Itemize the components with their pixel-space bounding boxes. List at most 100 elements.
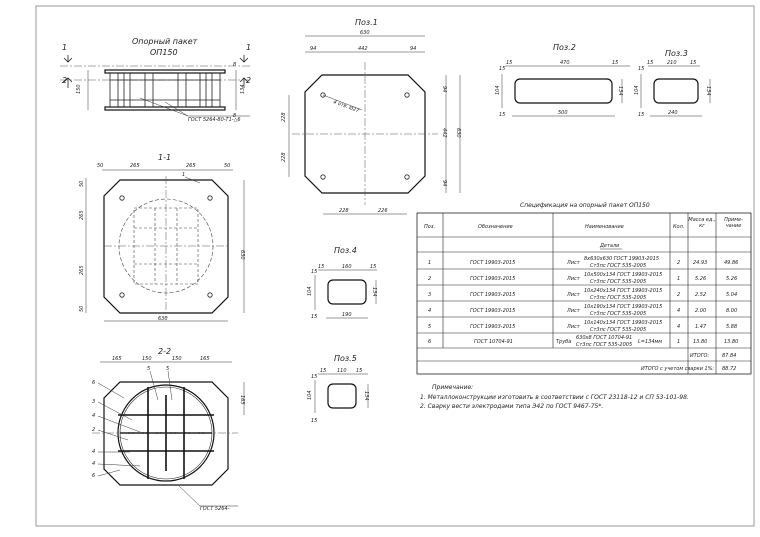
pos5-dim-top-2: 110	[337, 368, 347, 374]
spec-row-mass: 24.93	[693, 260, 707, 266]
spec-header-qty: Кол.	[673, 224, 684, 230]
pos3-title: Поз.3	[665, 49, 688, 58]
view11-dim-top-2: 265	[130, 163, 140, 169]
pos4-detail: Поз.4 15 160 15 15 104 15 134 190	[307, 246, 377, 320]
spec-row-note: 13.80	[724, 339, 738, 345]
spec-row-prefix-pipe: Труба	[556, 339, 571, 345]
spec-header-code: Обозначение	[478, 224, 513, 230]
spec-row-1: 1 ГОСТ 19903-2015 Лист 8х630х630 ГОСТ 19…	[428, 256, 738, 269]
view22-leader-4a: 4	[92, 413, 95, 419]
spec-row-4: 4 ГОСТ 19903-2015 Лист 10х190х134 ГОСТ 1…	[428, 304, 737, 317]
spec-row-qty: 4	[677, 308, 680, 314]
pos3-dim-left: 104	[634, 85, 640, 95]
spec-row-prefix: Лист	[566, 276, 581, 282]
pos3-dim-top-1: 15	[647, 60, 653, 66]
spec-row-pipe-length: L=134мм	[638, 339, 662, 345]
pos4-dim-left-small-1: 15	[311, 269, 317, 275]
pos2-dim-top-3: 15	[612, 60, 618, 66]
spec-total-label: ИТОГО:	[690, 353, 709, 359]
spec-row-pos: 2	[428, 276, 431, 282]
pos5-dim-left: 104	[307, 390, 313, 400]
pos1-dim-top-1: 94	[310, 46, 316, 52]
pos2-title: Поз.2	[553, 43, 576, 52]
pos1-dim-bottom-2: 226	[378, 208, 388, 214]
spec-section-details: Детали	[599, 243, 620, 249]
assembly-weld-note: ГОСТ 5264-80-Т1-△6	[188, 117, 241, 123]
pos2-dim-bottom: 500	[558, 110, 568, 116]
spec-row-pos: 1	[428, 260, 431, 266]
pos5-dim-right: 134	[363, 391, 369, 401]
spec-row-note: 5.88	[726, 324, 737, 330]
view22-leader-3: 3	[92, 399, 95, 405]
pos3-dim-left-small-2: 15	[638, 112, 644, 118]
spec-row-code: ГОСТ 19903-2015	[470, 308, 515, 314]
spec-row-name1: 10х500х134 ГОСТ 19903-2015	[584, 272, 662, 278]
section-mark-1-left: 1	[62, 43, 67, 52]
view11-dim-top-1: 50	[97, 163, 103, 169]
spec-row-2: 2 ГОСТ 19903-2015 Лист 10х500х134 ГОСТ 1…	[428, 272, 737, 285]
view11-dim-left-4: 50	[79, 306, 85, 312]
pos1-dim-overall: 630	[360, 30, 370, 36]
spec-row-note: 5.04	[726, 292, 737, 298]
spec-row-prefix: Лист	[566, 324, 581, 330]
pos4-dim-left-small-2: 15	[311, 314, 317, 320]
pos5-title: Поз.5	[334, 354, 357, 363]
spec-row-mass: 13.80	[693, 339, 707, 345]
pos4-dim-top-3: 15	[370, 264, 376, 270]
spec-row-code: ГОСТ 19903-2015	[470, 260, 515, 266]
spec-row-name2: Ст3пс ГОСТ 535-2005	[590, 327, 646, 333]
pos1-dim-right-overall: 630	[455, 128, 461, 138]
spec-row-code: ГОСТ 10704-91	[474, 339, 513, 345]
pos4-dim-top-2: 160	[342, 264, 352, 270]
spec-row-prefix: Лист	[566, 308, 581, 314]
view22-leader-4c: 4	[92, 461, 95, 467]
view22-dim-top-2: 150	[142, 356, 152, 362]
spec-row-name1: 8х630х630 ГОСТ 19903-2015	[584, 256, 659, 262]
spec-table: Спецификация на опорный пакет ОП150 Поз.…	[416, 202, 752, 375]
spec-row-name2: Ст3пс ГОСТ 535-2005	[590, 295, 646, 301]
spec-row-pos: 6	[428, 339, 431, 345]
view22-weld-note: ГОСТ 5264-	[200, 506, 230, 512]
spec-row-name2: Ст3пс ГОСТ 535-2005	[590, 263, 646, 269]
spec-row-name1: 10х190х134 ГОСТ 19903-2015	[584, 304, 662, 310]
view22-leader-5b: 5	[166, 366, 169, 372]
pos5-dim-left-small-1: 15	[311, 374, 317, 380]
spec-row-name1: 10х240х134 ГОСТ 19903-2015	[584, 288, 662, 294]
pos3-dim-top-2: 210	[667, 60, 677, 66]
pos2-detail: Поз.2 15 470 15 15 104 15 134 500	[495, 43, 630, 118]
spec-header-pos: Поз.	[424, 224, 435, 230]
spec-total-weld-label: ИТОГО с учетом сварки 1%:	[641, 366, 714, 372]
view22-dim-top-3: 150	[172, 356, 182, 362]
assembly-dim-height: 150	[76, 84, 82, 94]
spec-total-value: 87.84	[722, 353, 736, 359]
spec-row-pos: 3	[428, 292, 431, 298]
section-mark-2-left: 2	[62, 76, 67, 85]
spec-row-code: ГОСТ 19903-2015	[470, 276, 515, 282]
pos1-dim-right-1: 94	[441, 86, 447, 92]
view11-dim-left-1: 50	[79, 181, 85, 187]
view-1-1: 1-1 50 265 265 50 50 265 265 50 1	[79, 153, 245, 322]
spec-row-mass: 1.47	[695, 324, 707, 330]
spec-row-mass: 2.00	[695, 308, 706, 314]
pos4-dim-right: 134	[371, 287, 377, 297]
spec-row-qty: 2	[677, 260, 680, 266]
pos2-dim-left-small-1: 15	[499, 66, 505, 72]
assembly-view: Опорный пакет ОП150 1 2 1 2 150 8	[60, 37, 251, 123]
assembly-dim-8-top: 8	[233, 62, 236, 68]
view11-dim-left-3: 265	[79, 265, 85, 275]
view11-dim-left-2: 265	[79, 210, 85, 220]
assembly-title-line2: ОП150	[150, 48, 178, 57]
notes-line-2: 2. Сварку вести электродами типа Э42 по …	[420, 403, 603, 410]
spec-row-mass: 2.52	[695, 292, 706, 298]
view22-leader-6: 6	[92, 380, 95, 386]
view11-leader-1: 1	[182, 172, 185, 178]
pos2-dim-left: 104	[495, 85, 501, 95]
spec-row-code: ГОСТ 19903-2015	[470, 324, 515, 330]
notes-line-1: 1. Металлоконструкции изготовить в соотв…	[420, 394, 689, 401]
view-1-1-title: 1-1	[158, 153, 171, 162]
view22-dim-top-1: 165	[112, 356, 122, 362]
spec-row-name1: 10х140х134 ГОСТ 19903-2015	[584, 320, 662, 326]
spec-row-name2: Ст3пс ГОСТ 535-2005	[590, 279, 646, 285]
pos1-detail: Поз.1 630 94 442 94 4 отв. Ø27 228 228 9…	[281, 18, 461, 215]
